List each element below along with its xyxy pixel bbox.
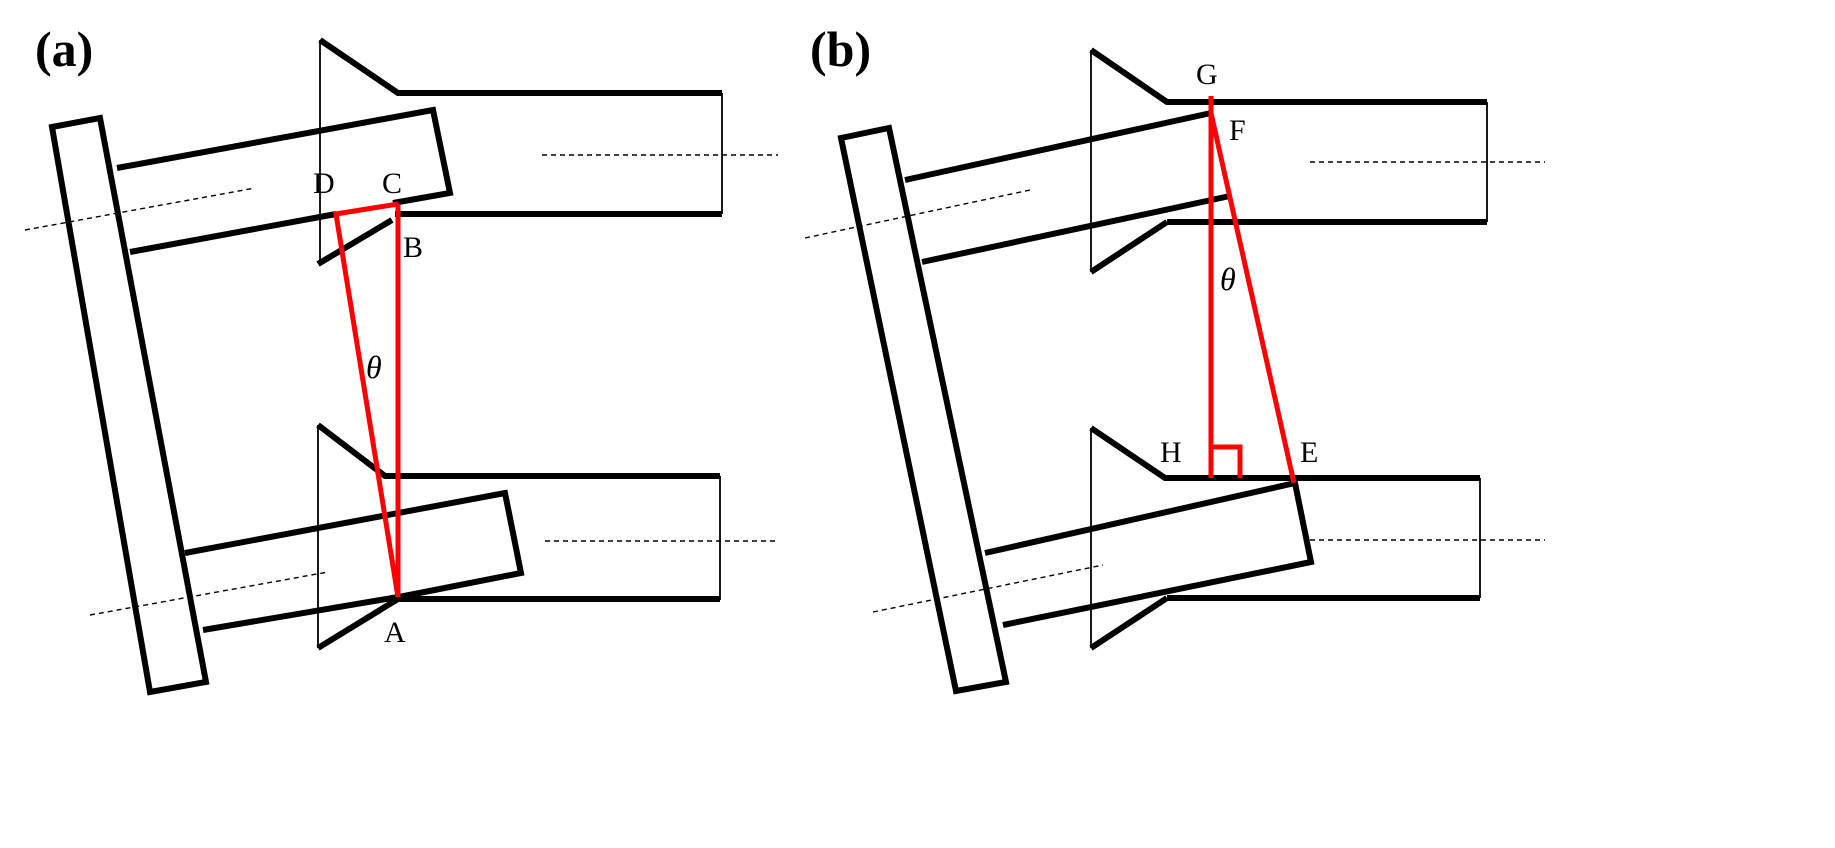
point-label-g: G [1196,58,1218,91]
angle-label-theta-b: θ [1220,261,1236,297]
panel-a: (a) D C B A θ [24,21,778,696]
upper-arm-centerline [24,187,256,231]
point-label-h: H [1160,436,1182,469]
lower-socket-top [316,422,720,479]
lower-arm-bottom-edge [202,594,399,633]
point-label-c: C [382,167,402,200]
lower-socket-flare [1089,595,1169,651]
upper-arm-centerline [804,189,1031,239]
panel-b: (b) G F H E θ [804,21,1545,695]
angle-label-theta-a: θ [366,349,382,385]
upper-socket-flare [316,217,394,267]
upper-arm-bottom-edge [921,193,1231,265]
lower-arm-centerline [872,564,1104,613]
point-label-f: F [1229,114,1246,147]
panel-b-label: (b) [810,21,871,77]
red-line-fe [1208,112,1297,484]
point-label-d: D [313,167,335,200]
upper-socket-top [1089,47,1487,105]
point-label-a: A [384,616,406,649]
upper-socket-top [318,37,722,96]
upper-arm-top-edge [904,110,1212,183]
lower-socket-top [1089,425,1480,481]
red-triangle-a [333,201,401,598]
upper-arm-bottom-edge [129,211,337,255]
point-label-e: E [1300,436,1318,469]
tilted-plate [48,114,210,696]
point-label-b: B [403,231,423,264]
lower-arm-outline [984,479,1315,628]
upper-arm-top-edge [116,106,454,206]
tilted-plate [837,124,1010,695]
lower-arm-centerline [89,571,329,616]
upper-socket-flare [1089,219,1169,275]
panel-a-label: (a) [35,21,93,77]
lower-socket-flare [316,596,400,651]
lower-arm-top-edge [184,489,525,600]
right-angle-mark [1211,444,1243,478]
